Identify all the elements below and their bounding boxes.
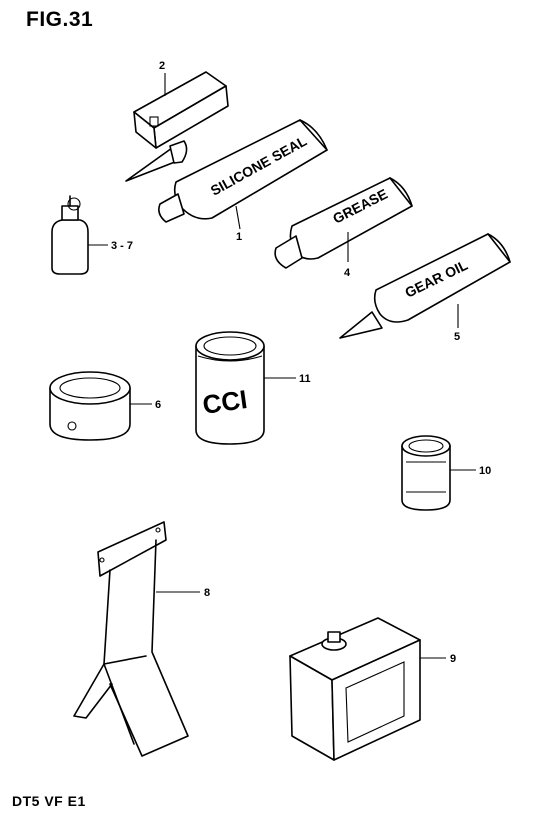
part-10-small-can[interactable] xyxy=(401,435,476,511)
ref-label-4: 4 xyxy=(344,267,351,279)
ref-label-3-7: 3 - 7 xyxy=(111,240,133,252)
ref-label-8: 8 xyxy=(204,587,210,599)
ref-label-11: 11 xyxy=(299,373,311,385)
ref-label-1: 1 xyxy=(236,231,242,243)
part-6-tin[interactable] xyxy=(49,371,152,441)
part-8-stand[interactable] xyxy=(73,521,200,757)
figure-title: FIG.31 xyxy=(26,8,94,31)
ref-label-5: 5 xyxy=(454,331,460,343)
part-11-cci-can[interactable]: CCI xyxy=(195,331,296,445)
ref-label-9: 9 xyxy=(450,653,456,665)
part-3-7-bottle[interactable] xyxy=(51,195,108,275)
ref-label-10: 10 xyxy=(479,465,491,477)
part-5-gear-oil-tube[interactable]: GEAR OIL xyxy=(339,233,511,339)
ref-label-2: 2 xyxy=(159,60,165,72)
part-4-grease-tube[interactable]: GREASE xyxy=(274,177,413,269)
footer-code: DT5 VF E1 xyxy=(12,793,86,809)
cci-print: CCI xyxy=(201,384,250,420)
part-9-canister[interactable] xyxy=(289,617,446,761)
ref-label-6: 6 xyxy=(155,399,161,411)
part-2-bar[interactable] xyxy=(133,71,229,149)
